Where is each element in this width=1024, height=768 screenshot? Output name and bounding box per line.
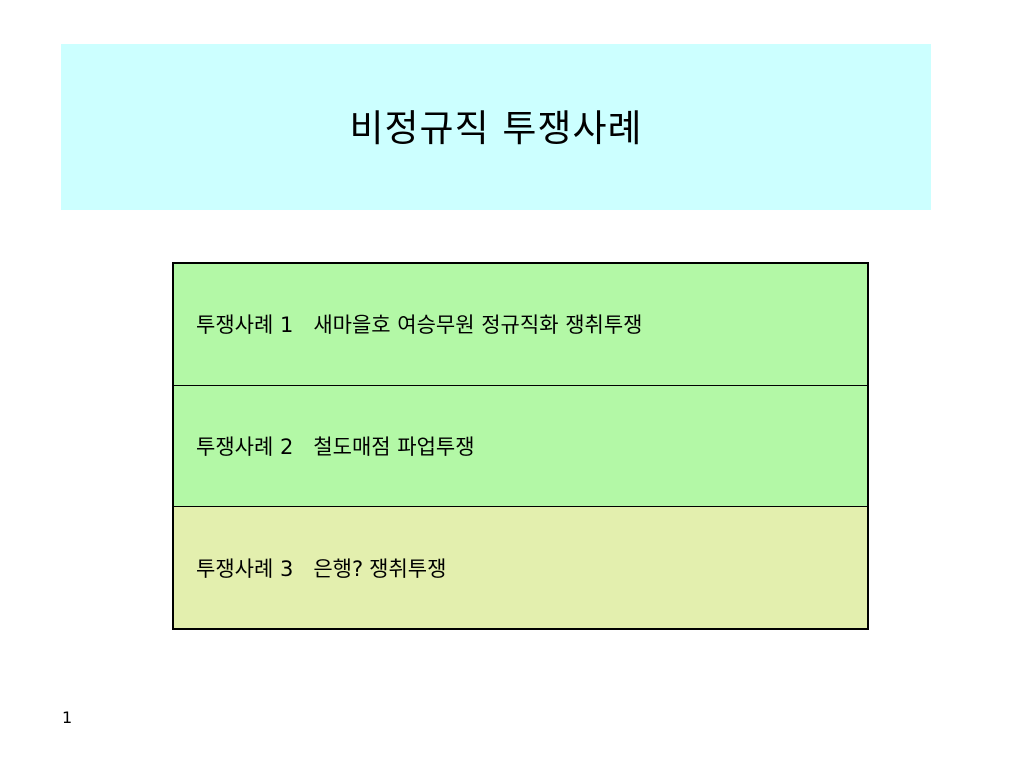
case-description-part: 쟁취투쟁 — [369, 556, 447, 581]
case-label: 투쟁사례 1 — [196, 313, 294, 338]
case-description: 새마을호 여승무원 정규직화 쟁취투쟁 — [313, 313, 643, 338]
case-row-3: 투쟁사례 3 은행? 쟁취투쟁 — [174, 506, 867, 629]
case-label: 투쟁사례 2 — [196, 435, 294, 459]
case-label: 투쟁사례 3 — [196, 556, 294, 581]
cases-table: 투쟁사례 1 새마을호 여승무원 정규직화 쟁취투쟁 투쟁사례 2 철도매점 파… — [172, 262, 869, 630]
case-row-1: 투쟁사례 1 새마을호 여승무원 정규직화 쟁취투쟁 — [174, 264, 867, 385]
case-description-part: 은행? — [313, 556, 364, 581]
slide-title: 비정규직 투쟁사례 — [349, 107, 643, 150]
case-row-2: 투쟁사례 2 철도매점 파업투쟁 — [174, 384, 867, 507]
case-description: 철도매점 파업투쟁 — [313, 435, 475, 459]
page-number: 1 — [62, 708, 73, 727]
case-description: 은행? 쟁취투쟁 — [313, 553, 446, 583]
title-box: 비정규직 투쟁사례 — [61, 44, 931, 210]
